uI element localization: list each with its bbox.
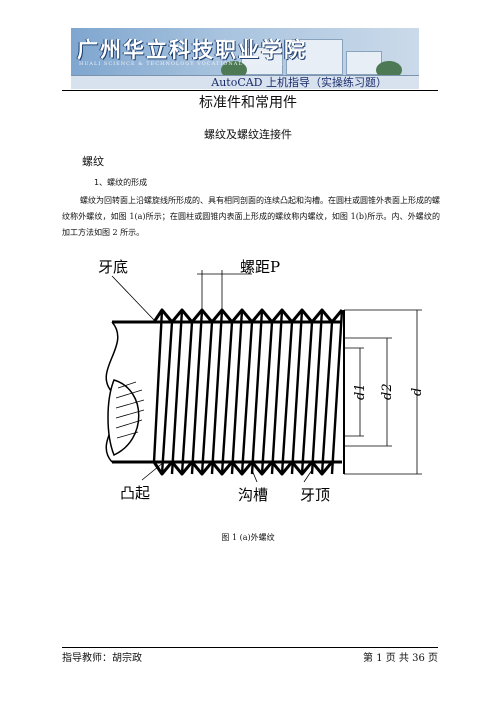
footer-rule bbox=[62, 647, 438, 648]
header-rule bbox=[62, 90, 438, 91]
footer-instructor: 指导教师：胡宗政 bbox=[62, 653, 142, 664]
course-tag: AutoCAD 上机指导（实操练习题） bbox=[211, 76, 387, 89]
school-name: 广州华立科技职业学院 bbox=[77, 38, 307, 62]
label-crest-left: 凸起 bbox=[120, 484, 150, 502]
tree-graphic bbox=[376, 61, 402, 79]
label-groove: 沟槽 bbox=[238, 486, 268, 504]
dimension-lines bbox=[111, 270, 422, 483]
header-banner: 广州华立科技职业学院 HUALI SCIENCE & TECHNOLOGY VO… bbox=[71, 28, 419, 89]
label-root: 牙底 bbox=[98, 258, 128, 276]
tree-graphic bbox=[221, 61, 247, 79]
school-name-en: HUALI SCIENCE & TECHNOLOGY VOCATIONAL IN… bbox=[79, 61, 284, 67]
thread-body bbox=[105, 308, 345, 476]
label-d: d bbox=[410, 388, 425, 396]
label-d1: d1 bbox=[353, 383, 368, 400]
building-graphic bbox=[241, 47, 283, 75]
label-pitch: 螺距P bbox=[240, 258, 280, 276]
footer-page-number: 第 1 页 共 36 页 bbox=[363, 653, 438, 664]
section-heading: 螺纹 bbox=[82, 155, 104, 168]
body-paragraph: 螺纹为回转面上沿螺旋线所形成的、具有相同剖面的连续凸起和沟槽。在圆柱或圆锥外表面… bbox=[62, 196, 440, 237]
page-subtitle: 螺纹及螺纹连接件 bbox=[204, 128, 292, 141]
thread-figure: 牙底 螺距P 凸起 沟槽 牙顶 d1 d2 d bbox=[98, 258, 425, 504]
label-d2: d2 bbox=[380, 383, 395, 400]
page-title: 标准件和常用件 bbox=[199, 95, 297, 111]
building-graphic bbox=[286, 39, 343, 75]
figure-caption: 图 1 (a)外螺纹 bbox=[221, 533, 275, 542]
subsection-heading: 1、螺纹的形成 bbox=[94, 178, 148, 187]
label-crest: 牙顶 bbox=[300, 486, 330, 504]
banner-bar: AutoCAD 上机指导（实操练习题） bbox=[71, 75, 419, 89]
